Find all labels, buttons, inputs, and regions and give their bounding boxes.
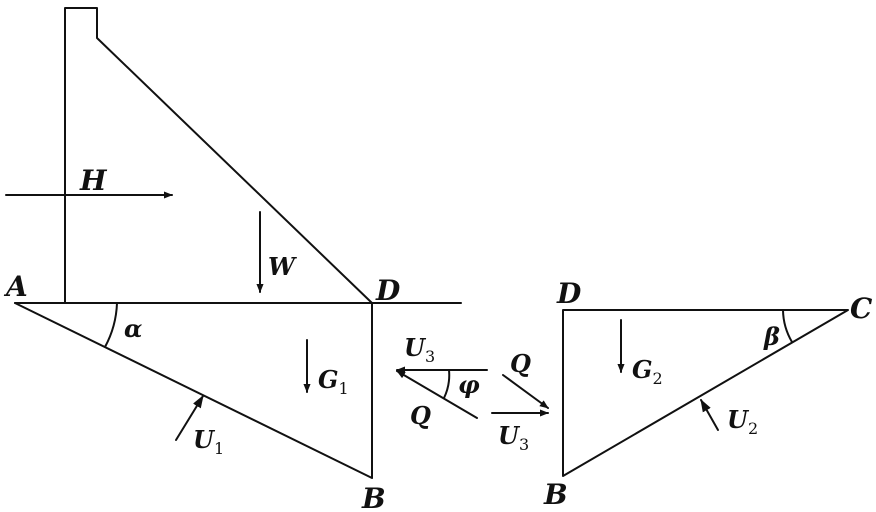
force-Q-lower-arrow xyxy=(396,370,478,419)
label-Q-upper: Q xyxy=(510,349,531,378)
right-wedge xyxy=(562,309,849,477)
label-D-left: D xyxy=(375,274,401,307)
label-B-right: B xyxy=(543,478,568,511)
label-alpha: α xyxy=(124,314,142,343)
label-Q-lower: Q xyxy=(410,401,431,430)
label-beta: β xyxy=(763,322,780,351)
label-W: W xyxy=(268,252,297,281)
label-U2: U2 xyxy=(727,405,758,438)
label-H: H xyxy=(79,164,108,197)
left-wedge-sliding-plane xyxy=(14,302,373,479)
beta-angle-arc xyxy=(782,309,793,343)
phi-angle-arc xyxy=(443,369,451,399)
label-B-left: B xyxy=(361,482,386,512)
label-G2: G2 xyxy=(632,355,663,388)
label-A: A xyxy=(3,270,28,303)
force-Q-upper-arrow xyxy=(502,374,549,409)
label-U1: U1 xyxy=(193,425,224,458)
alpha-angle-arc xyxy=(104,302,118,348)
force-U1-arrow xyxy=(175,394,204,441)
label-U3-lower: U3 xyxy=(498,421,529,454)
label-phi: φ xyxy=(458,370,480,399)
dam-profile xyxy=(64,7,373,304)
label-D-right: D xyxy=(556,277,582,310)
label-U3-upper: U3 xyxy=(404,333,435,366)
force-U2-arrow xyxy=(700,398,719,431)
label-G1: G1 xyxy=(318,365,349,398)
label-C: C xyxy=(850,292,873,325)
